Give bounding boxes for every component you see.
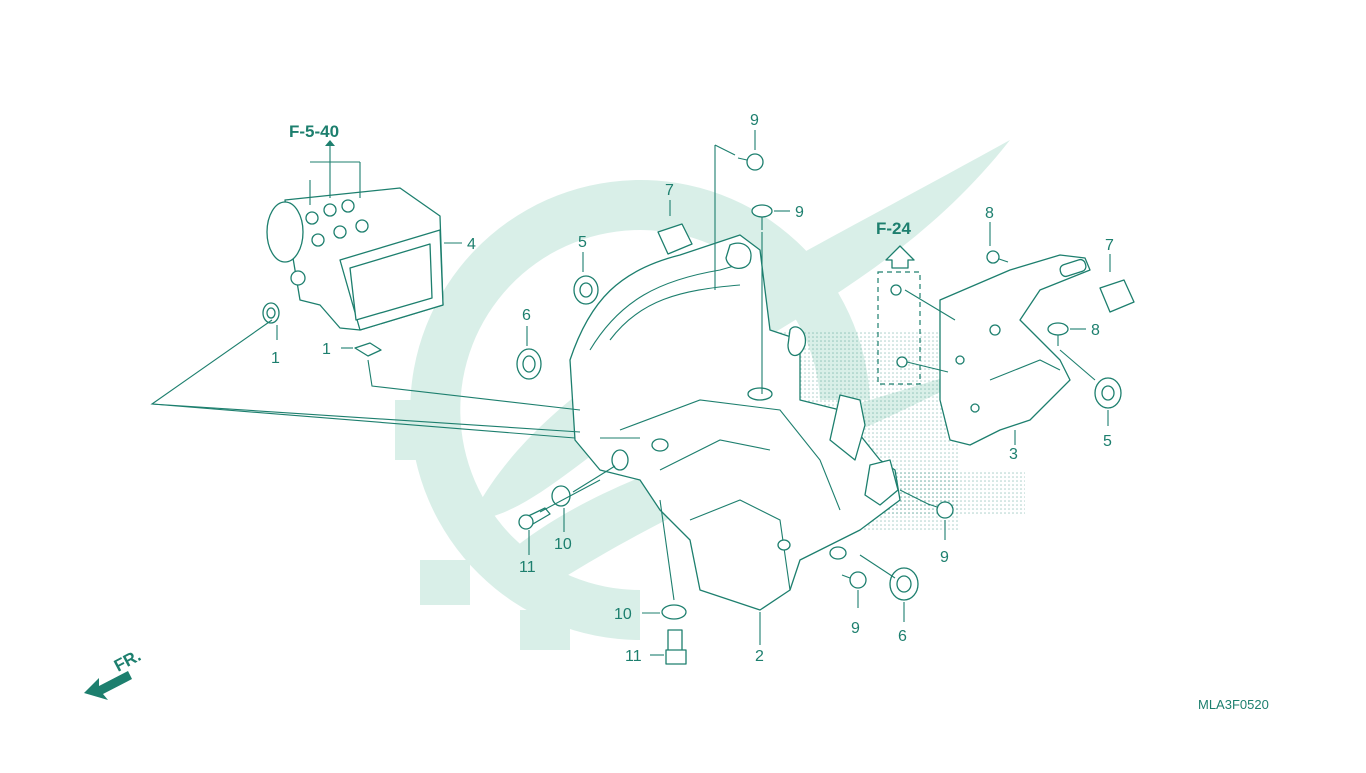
callout-9: 9 [750,112,759,129]
callout-6: 6 [522,307,531,324]
front-direction-arrow: FR. [84,646,144,700]
callout-11: 11 [625,648,642,665]
callout-1: 1 [322,341,331,358]
f24-reference-indicator [877,245,921,385]
callout-7: 7 [1105,237,1114,254]
callout-5: 5 [1103,433,1112,450]
callout-7: 7 [665,182,674,199]
callout-6: 6 [898,628,907,645]
leader-lines [150,144,1096,601]
reference-label-f540: F-5-40 [289,122,339,141]
sub-bracket [939,254,1091,446]
callout-10: 10 [614,606,632,623]
callout-5: 5 [578,234,587,251]
callout-2: 2 [755,648,764,665]
callout-10: 10 [554,536,572,553]
callout-3: 3 [1009,446,1018,463]
callout-9: 9 [940,549,949,566]
callout-4: 4 [467,236,476,253]
front-direction-label: FR. [111,646,144,676]
grommet-part-1 [262,302,382,357]
diagram-code: MLA3F0520 [1198,697,1269,712]
callout-1: 1 [271,350,280,367]
reference-label-f24: F-24 [876,219,912,238]
callout-8: 8 [985,205,994,222]
callout-8: 8 [1091,322,1100,339]
fasteners [516,130,1135,665]
abs-modulator [266,140,462,331]
callout-9: 9 [795,204,804,221]
callout-11: 11 [519,559,536,576]
callout-9: 9 [851,620,860,637]
main-bracket [569,234,901,645]
